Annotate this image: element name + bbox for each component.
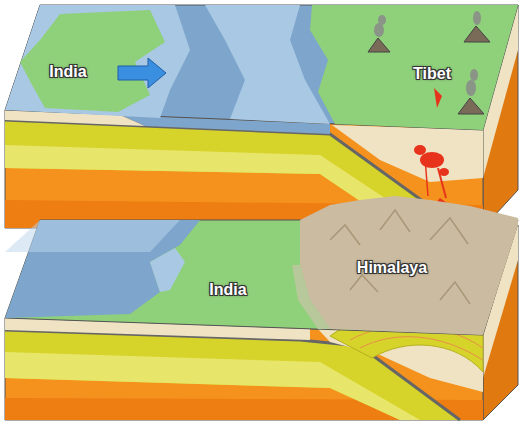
mountain-label: Himalaya: [357, 259, 427, 277]
plate-label: Tibet: [413, 65, 451, 83]
plate-label: India: [49, 63, 86, 81]
plate-label: India: [209, 281, 246, 299]
top-block: [5, 5, 518, 228]
bottom-block: [5, 196, 518, 420]
